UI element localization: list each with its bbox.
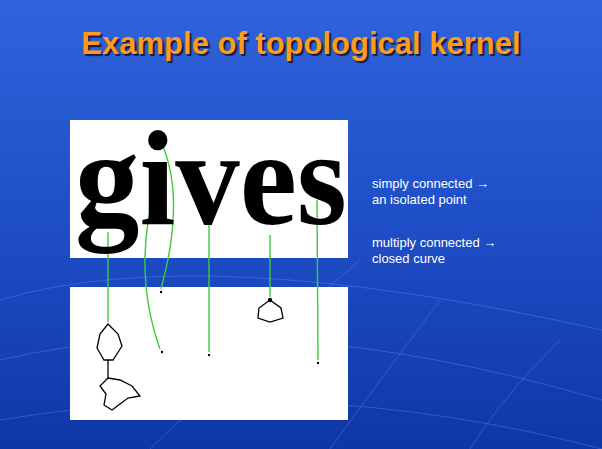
kernel-points xyxy=(160,291,319,364)
slide-title: Example of topological kernel xyxy=(0,26,602,62)
kernel-curves xyxy=(97,300,283,410)
note-text: multiply connected → closed curve xyxy=(372,235,497,267)
background-arcs xyxy=(0,260,602,449)
note-text: simply connected → an isolated point xyxy=(372,176,497,208)
sample-word: gives xyxy=(75,111,347,246)
